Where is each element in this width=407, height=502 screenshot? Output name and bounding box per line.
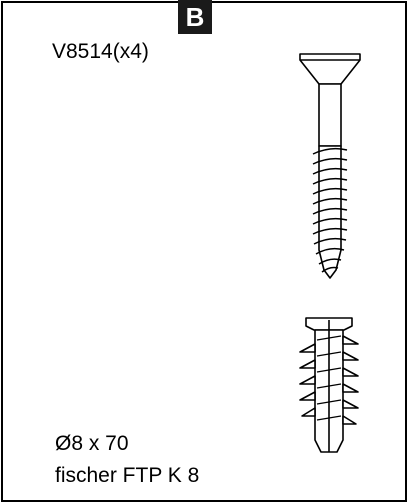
anchor-dimension: Ø8 x 70 [55,432,129,455]
section-badge: B [178,0,212,34]
anchor-product-name: fischer FTP K 8 [55,464,200,487]
wall-plug-anchor-icon [299,317,359,453]
countersunk-screw-icon [299,53,361,279]
screw-part-code: V8514(x4) [52,40,149,63]
